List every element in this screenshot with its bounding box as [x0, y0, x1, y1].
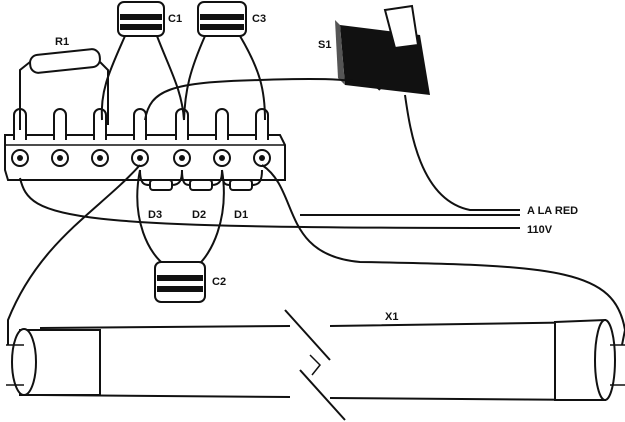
fluorescent-tube-x1: X1: [6, 309, 625, 421]
label-c3: C3: [252, 13, 266, 25]
terminal-screw-center: [259, 155, 265, 161]
capacitor-c3: C3: [183, 1, 266, 121]
switch-s1: S1: [144, 4, 520, 211]
label-mains: A LA RED: [527, 205, 578, 217]
terminal-screw-center: [179, 155, 185, 161]
terminal-screw-center: [97, 155, 103, 161]
label-r1: R1: [55, 36, 69, 48]
tube-wire-right: [261, 164, 625, 346]
label-s1: S1: [318, 39, 331, 51]
solder-lug: [93, 108, 107, 140]
label-d3: D3: [148, 209, 162, 221]
label-d2: D2: [192, 209, 206, 221]
label-d1: D1: [234, 209, 248, 221]
solder-lug: [215, 108, 229, 140]
solder-lug: [53, 108, 67, 140]
label-c2: C2: [212, 276, 226, 288]
label-c1: C1: [168, 13, 182, 25]
label-x1: X1: [385, 311, 398, 323]
resistor-r1: R1: [19, 36, 109, 130]
capacitor-c1: C1: [100, 1, 185, 121]
terminal-screw-center: [219, 155, 225, 161]
terminal-screw-center: [137, 155, 143, 161]
terminal-strip: [4, 108, 286, 181]
terminal-screw-center: [57, 155, 63, 161]
solder-lug: [133, 108, 147, 140]
capacitor-c2: C2: [136, 169, 226, 303]
tube-wire-left: [7, 164, 141, 345]
terminal-screw-center: [17, 155, 23, 161]
solder-lug: [255, 108, 269, 140]
solder-lug: [175, 108, 189, 140]
diodes: D3 D2 D1: [139, 169, 263, 221]
mains-wires: A LA RED 110V: [19, 177, 578, 236]
label-voltage: 110V: [527, 224, 553, 236]
